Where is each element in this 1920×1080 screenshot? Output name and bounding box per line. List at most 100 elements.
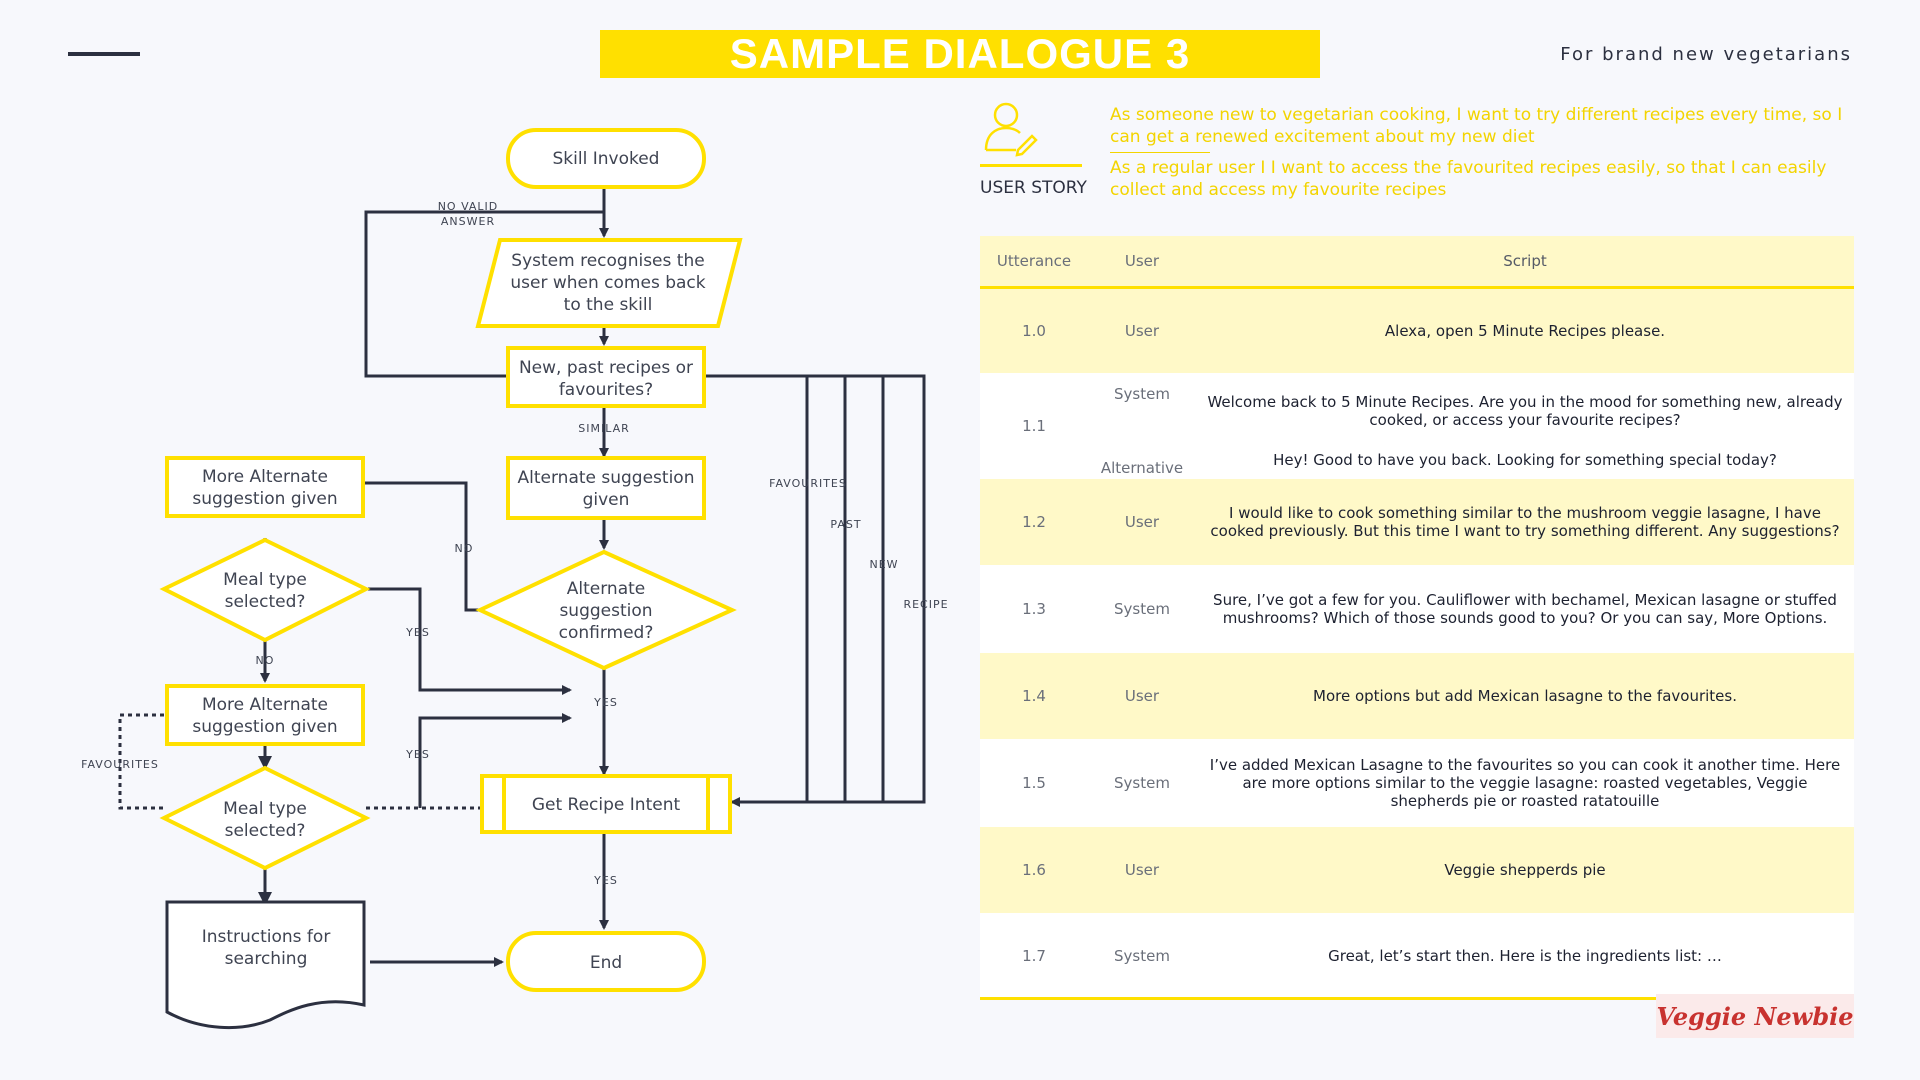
user-alt-cell: Alternative	[1100, 459, 1184, 477]
text-alt-given-2: given	[583, 490, 630, 510]
title-banner: SAMPLE DIALOGUE 3	[600, 30, 1320, 78]
utterance-cell: 1.0	[1022, 322, 1046, 340]
decision-meal-2	[159, 765, 371, 871]
text-end: End	[590, 953, 622, 973]
text-alt-conf-2: suggestion	[559, 601, 652, 621]
predefined-get-recipe	[480, 774, 732, 834]
route-line	[418, 713, 572, 808]
table-bottom-rule	[980, 997, 1656, 1000]
label-similar: SIMILAR	[578, 422, 630, 435]
text-alt-conf-3: confirmed?	[559, 623, 654, 643]
user-cell: System	[1114, 774, 1170, 792]
text-meal-1b: selected?	[225, 592, 306, 612]
decision-meal-1	[159, 537, 371, 643]
label-recipe: RECIPE	[903, 598, 948, 611]
text-alt-given-1: Alternate suggestion	[518, 468, 695, 488]
user-story-1: As someone new to vegetarian cooking, I …	[1110, 105, 1843, 147]
dotted-line	[118, 713, 164, 810]
utterance-cell: 1.1	[1022, 417, 1046, 435]
label-no-valid-2: ANSWER	[441, 215, 495, 228]
user-cell: User	[1124, 513, 1160, 531]
document-instructions	[165, 900, 366, 1029]
table-row: 1.2 User I would like to cook something …	[980, 479, 1854, 565]
script-cell: Great, let’s start then. Here is the ing…	[1328, 947, 1722, 965]
utterance-cell: 1.7	[1022, 947, 1046, 965]
script-cell: Welcome back to 5 Minute Recipes. Are yo…	[1207, 393, 1843, 429]
text-more-alt-1a: More Alternate	[202, 467, 328, 487]
script-cell: I’ve added Mexican Lasagne to the favour…	[1209, 756, 1841, 810]
label-favourites-2: FAVOURITES	[81, 758, 159, 771]
user-story-2: As a regular user I I want to access the…	[1110, 158, 1827, 200]
label-no-valid-1: NO VALID	[438, 200, 499, 213]
process-alt-given	[506, 456, 706, 520]
text-more-alt-2b: suggestion given	[192, 717, 337, 737]
terminal-end	[506, 931, 706, 992]
script-cell: Sure, I’ve got a few for you. Cauliflowe…	[1213, 591, 1837, 627]
table-row: 1.6 User Veggie shepperds pie	[980, 827, 1854, 913]
user-cell: System	[1114, 385, 1170, 403]
text-instructions-2: searching	[225, 949, 308, 969]
utterance-cell: 1.3	[1022, 600, 1046, 618]
text-more-alt-2a: More Alternate	[202, 695, 328, 715]
table-body: 1.0 User Alexa, open 5 Minute Recipes pl…	[980, 289, 1854, 999]
label-no-1: NO	[455, 542, 474, 555]
header-dash	[68, 52, 140, 56]
user-cell-group: System Alternative	[1088, 373, 1196, 479]
text-recognise-3: to the skill	[564, 295, 653, 315]
user-edit-icon	[984, 102, 1038, 157]
label-yes-4: YES	[593, 874, 618, 887]
utterance-cell: 1.2	[1022, 513, 1046, 531]
script-cell: Alexa, open 5 Minute Recipes please.	[1384, 322, 1666, 340]
table-row: 1.3 System Sure, I’ve got a few for you.…	[980, 565, 1854, 653]
table-row: 1.7 System Great, let’s start then. Here…	[980, 913, 1854, 999]
table-row: 1.4 User More options but add Mexican la…	[980, 653, 1854, 739]
text-recognise-2: user when comes back	[510, 273, 705, 293]
io-recognise	[475, 238, 743, 328]
header-user: User	[1124, 252, 1160, 270]
story-separator	[1110, 152, 1210, 153]
text-meal-1a: Meal type	[223, 570, 307, 590]
text-meal-2b: selected?	[225, 821, 306, 841]
table-header: Utterance User Script	[980, 236, 1854, 289]
route-line	[704, 374, 926, 807]
user-cell: User	[1124, 687, 1160, 705]
flowchart: Skill Invoked System recognises the user…	[81, 128, 948, 1029]
utterance-cell: 1.5	[1022, 774, 1046, 792]
header-script: Script	[1503, 252, 1547, 270]
user-cell: System	[1114, 947, 1170, 965]
label-yes-1: YES	[405, 626, 430, 639]
text-choice-1: New, past recipes or	[519, 358, 693, 378]
loop-line	[364, 210, 604, 378]
text-alt-conf-1: Alternate	[567, 579, 645, 599]
text-more-alt-1b: suggestion given	[192, 489, 337, 509]
label-new: NEW	[869, 558, 898, 571]
label-yes-3: YES	[405, 748, 430, 761]
table-row: 1.1 System Alternative Welcome back to 5…	[980, 373, 1854, 479]
dialogue-table: Utterance User Script 1.0 User Alexa, op…	[980, 236, 1854, 999]
table-row: 1.5 System I’ve added Mexican Lasagne to…	[980, 739, 1854, 827]
user-story-label: USER STORY	[980, 178, 1087, 198]
utterance-cell: 1.6	[1022, 861, 1046, 879]
text-choice-2: favourites?	[559, 380, 653, 400]
utterance-cell: 1.4	[1022, 687, 1046, 705]
label-no-2: NO	[256, 654, 275, 667]
script-cell: I would like to cook something similar t…	[1210, 504, 1840, 540]
script-cell: Veggie shepperds pie	[1444, 861, 1606, 879]
decision-alt-confirmed	[475, 549, 737, 671]
script-alt-cell: Hey! Good to have you back. Looking for …	[1273, 451, 1777, 469]
story-underline	[980, 164, 1082, 167]
brand-logo: Veggie Newbie	[1656, 994, 1854, 1038]
header-utterance: Utterance	[996, 252, 1072, 270]
user-cell: User	[1124, 861, 1160, 879]
process-choice	[506, 346, 706, 408]
text-instructions-1: Instructions for	[202, 927, 331, 947]
process-more-alt-2	[165, 684, 365, 746]
label-favourites: FAVOURITES	[769, 477, 847, 490]
label-past: PAST	[830, 518, 861, 531]
user-cell: System	[1114, 600, 1170, 618]
label-yes-2: YES	[593, 696, 618, 709]
terminal-skill-invoked	[506, 128, 706, 189]
text-recognise-1: System recognises the	[511, 251, 704, 271]
text-skill-invoked: Skill Invoked	[553, 149, 660, 169]
script-cell-group: Welcome back to 5 Minute Recipes. Are yo…	[1196, 373, 1854, 479]
